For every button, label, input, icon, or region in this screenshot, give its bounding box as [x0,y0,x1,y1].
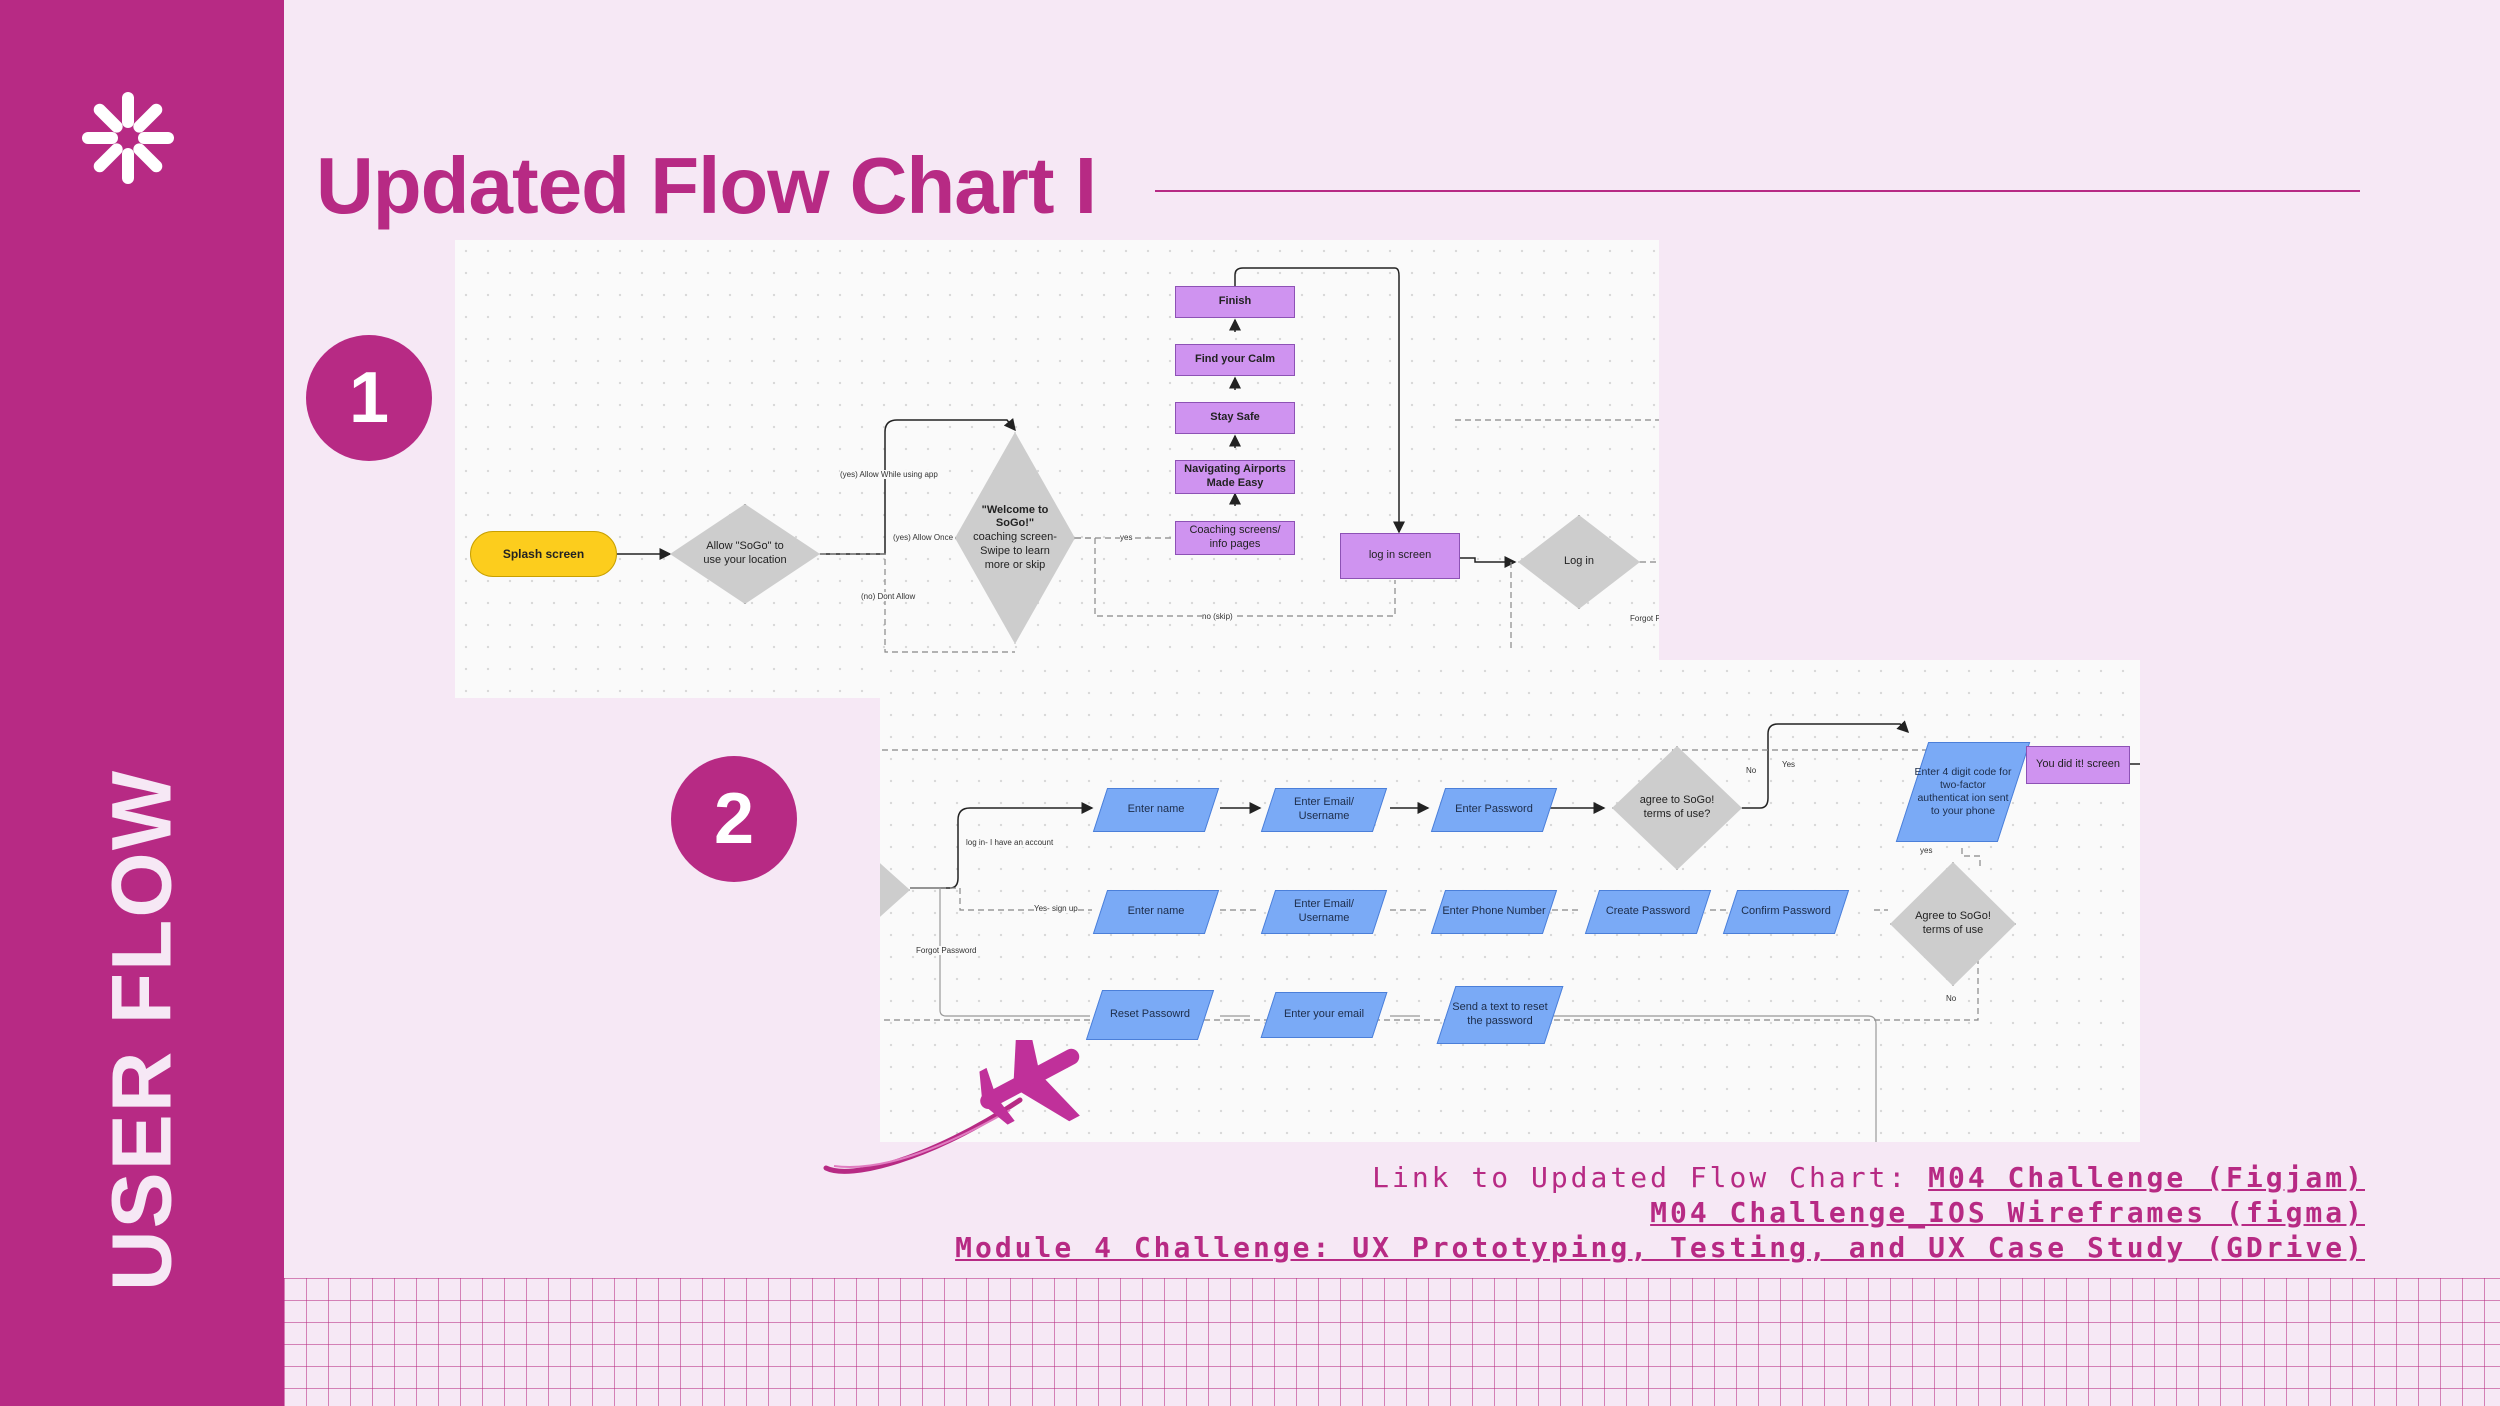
edge-label-forgot: Forgot P [1630,614,1659,623]
welcome-decision: "Welcome to SoGo!" coaching screen- Swip… [955,432,1075,644]
links-line-3: Module 4 Challenge: UX Prototyping, Test… [955,1230,2365,1265]
page-title: Updated Flow Chart I [316,141,1097,230]
edge-label-allow-once: (yes) Allow Once [893,533,954,542]
decorative-grid [284,1278,2500,1406]
login-decision-continued [880,856,910,924]
edge-label-yes: yes [1120,533,1133,542]
edge-label-forgot-password: Forgot Password [916,946,977,955]
links-line-2: M04 Challenge_IOS Wireframes (figma) [955,1195,2365,1230]
row3-step-3: Send a text to reset the password [1436,986,1564,1044]
asterisk-icon [82,92,174,184]
login-label: Log in [1564,555,1594,568]
edge-label-no: No [1746,766,1757,775]
figma-link[interactable]: M04 Challenge_IOS Wireframes (figma) [1650,1196,2365,1229]
side-label: USER FLOW [94,769,189,1291]
links-block: Link to Updated Flow Chart: M04 Challeng… [955,1160,2365,1265]
find-your-calm-node: Find your Calm [1175,344,1295,376]
edge-label-no-2: No [1946,994,1957,1003]
edge-label-yes-2fa: Yes [1782,760,1796,769]
agree-terms-label-1: agree to SoGo! terms of use? [1639,794,1715,820]
agree-terms-label-2: Agree to SoGo! terms of use [1915,910,1991,936]
links-prefix: Link to Updated Flow Chart: [1372,1161,1929,1194]
row2-step-2: Enter Email/ Username [1260,890,1388,934]
row2-step-3: Enter Phone Number [1430,890,1558,934]
row1-step-3: Enter Password [1430,788,1558,832]
edge-label-no-skip: no (skip) [1202,612,1233,621]
agree-terms-decision-2: Agree to SoGo! terms of use [1890,862,2016,986]
two-factor-step: Enter 4 digit code for two-factor authen… [1895,742,2031,842]
airplane-icon [823,1040,1080,1174]
row1-step-1: Enter name [1092,788,1220,832]
flow-1-connectors [617,267,1659,653]
figjam-link[interactable]: M04 Challenge (Figjam) [1928,1161,2365,1194]
navigating-airports-node: Navigating Airports Made Easy [1175,460,1295,494]
login-screen-node: log in screen [1340,533,1460,579]
finish-node: Finish [1175,286,1295,318]
gdrive-link[interactable]: Module 4 Challenge: UX Prototyping, Test… [955,1231,2365,1264]
you-did-it-node: You did it! screen [2026,746,2130,784]
edge-label-allow-while: (yes) Allow While using app [840,470,938,479]
row2-step-4: Create Password [1584,890,1712,934]
edge-label-dont-allow: (no) Dont Allow [861,592,916,601]
splash-screen-node: Splash screen [470,531,617,577]
login-decision: Log in [1518,515,1640,609]
links-line-1: Link to Updated Flow Chart: M04 Challeng… [955,1160,2365,1195]
welcome-description: coaching screen- Swipe to learn more or … [973,531,1057,571]
row3-step-2: Enter your email [1260,992,1388,1038]
agree-terms-decision-1: agree to SoGo! terms of use? [1612,746,1742,870]
coaching-screens-node: Coaching screens/ info pages [1175,521,1295,555]
row2-step-5: Confirm Password [1722,890,1850,934]
sidebar: USER FLOW [0,0,284,1406]
allow-location-label: Allow "SoGo" to use your location [703,540,787,566]
allow-location-decision: Allow "SoGo" to use your location [670,504,820,604]
step-badge-1: 1 [306,335,432,461]
edge-label-yes-signup: Yes- sign up [1034,904,1078,913]
flow-chart-part-1: Splash screen Allow "SoGo" to use your l… [455,240,1659,698]
flow-2-connectors [880,720,2140,1142]
stay-safe-node: Stay Safe [1175,402,1295,434]
edge-label-login-account: log in- I have an account [966,838,1054,847]
row2-step-1: Enter name [1092,890,1220,934]
title-divider [1155,190,2360,192]
row1-step-2: Enter Email/ Username [1260,788,1388,832]
edge-label-yes-lower: yes [1920,846,1933,855]
flow-chart-part-2: Enter name Enter Email/ Username Enter P… [880,660,2140,1142]
welcome-title: "Welcome to SoGo!" [981,503,1049,530]
step-badge-2: 2 [671,756,797,882]
row3-step-1: Reset Passowrd [1085,990,1215,1040]
